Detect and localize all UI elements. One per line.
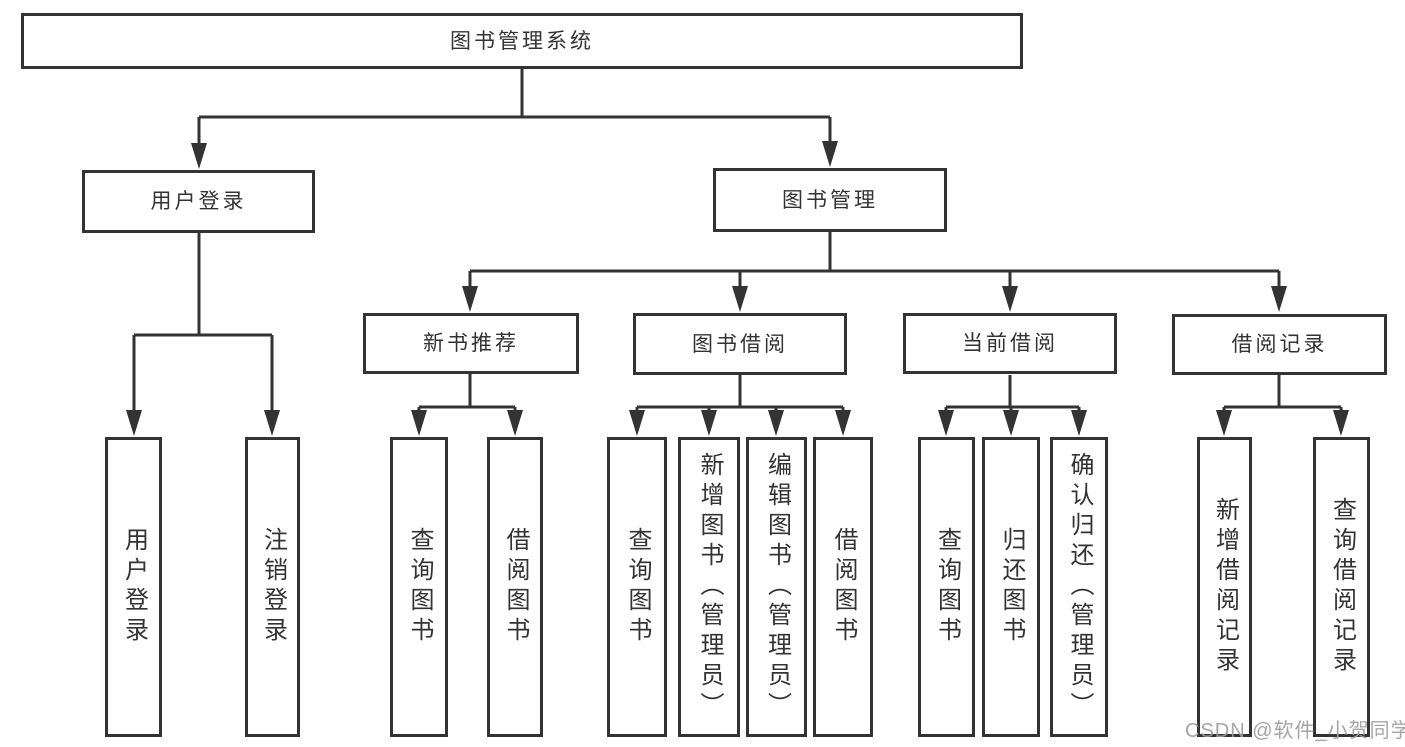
node-borrowing-records-label: 借阅记录	[1231, 333, 1328, 356]
leaf-add-books-admin-label: 新增图书（管理员）	[696, 452, 723, 722]
connector-paths	[132, 69, 1343, 414]
node-user-login: 用户登录	[82, 170, 315, 233]
leaf-add-borrow-record: 新增借阅记录	[1197, 437, 1252, 737]
node-book-borrowing: 图书借阅	[633, 313, 847, 375]
leaf-add-borrow-record-label: 新增借阅记录	[1211, 497, 1239, 677]
leaf-user-login-label: 用户登录	[120, 527, 148, 647]
leaf-return-books-label: 归还图书	[998, 527, 1025, 647]
leaf-borrowing-query-books: 查询图书	[607, 437, 667, 737]
leaf-confirm-return-admin: 确认归还（管理员）	[1050, 437, 1108, 737]
leaf-recommend-query-books: 查询图书	[390, 437, 448, 737]
node-book-management: 图书管理	[713, 168, 947, 232]
node-user-login-label: 用户登录	[150, 190, 247, 213]
leaf-query-borrow-record: 查询借阅记录	[1313, 437, 1370, 737]
node-current-borrowing-label: 当前借阅	[962, 332, 1058, 355]
leaf-borrow-books: 借阅图书	[813, 437, 873, 737]
leaf-current-query-books: 查询图书	[918, 437, 975, 737]
node-borrowing-records: 借阅记录	[1172, 314, 1387, 375]
leaf-current-query-books-label: 查询图书	[933, 527, 961, 647]
leaf-user-login: 用户登录	[105, 437, 162, 737]
leaf-borrow-books-label: 借阅图书	[830, 527, 857, 647]
leaf-add-books-admin: 新增图书（管理员）	[678, 437, 740, 737]
leaf-recommend-borrow-books: 借阅图书	[487, 437, 543, 737]
leaf-borrowing-query-books-label: 查询图书	[624, 527, 651, 647]
node-book-borrowing-label: 图书借阅	[692, 332, 788, 356]
leaf-query-borrow-record-label: 查询借阅记录	[1328, 497, 1356, 677]
leaf-edit-books-admin: 编辑图书（管理员）	[746, 437, 807, 737]
csdn-watermark: CSDN @软件_小贺同学	[1185, 720, 1405, 742]
node-book-management-label: 图书管理	[782, 188, 878, 212]
leaf-confirm-return-admin-label: 确认归还（管理员）	[1066, 452, 1093, 722]
leaf-return-books: 归还图书	[982, 437, 1040, 737]
leaf-edit-books-admin-label: 编辑图书（管理员）	[763, 452, 791, 722]
node-root-system: 图书管理系统	[21, 13, 1023, 69]
node-new-book-recommendation-label: 新书推荐	[423, 332, 519, 355]
node-current-borrowing: 当前借阅	[903, 313, 1117, 374]
node-new-book-recommendation: 新书推荐	[363, 313, 579, 374]
leaf-logout-label: 注销登录	[259, 527, 287, 647]
arrowhead-icons	[126, 141, 1349, 436]
node-root-label: 图书管理系统	[450, 29, 594, 53]
leaf-recommend-query-books-label: 查询图书	[406, 527, 433, 647]
leaf-recommend-borrow-books-label: 借阅图书	[502, 527, 529, 647]
leaf-logout: 注销登录	[245, 437, 300, 737]
